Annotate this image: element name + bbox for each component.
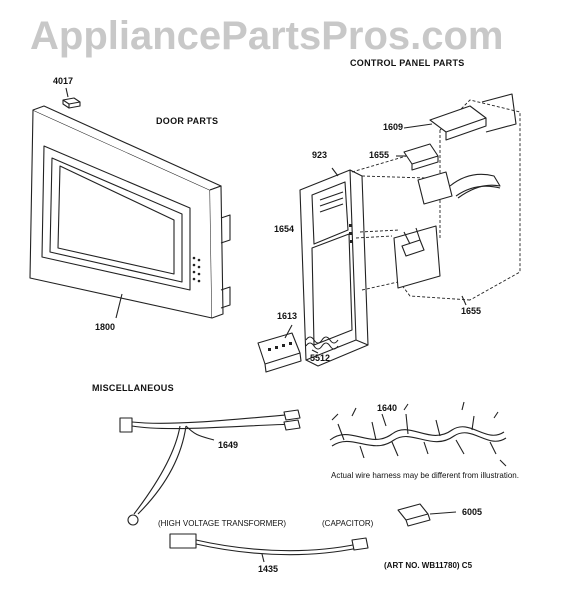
part-1655-bottom-shape — [393, 225, 467, 306]
part-6005-shape — [397, 503, 457, 527]
section-control-panel-parts: CONTROL PANEL PARTS — [350, 58, 465, 68]
part-1613-label: 1613 — [277, 311, 298, 321]
door-assembly — [29, 105, 231, 319]
part-1649-label: 1649 — [218, 440, 239, 450]
part-6005-label: 6005 — [462, 507, 483, 517]
part-1654-label: 1654 — [274, 224, 295, 234]
art-number-note: (ART NO. WB11780) C5 — [384, 561, 473, 570]
part-1640-label: 1640 — [377, 403, 398, 413]
part-1609-shape — [403, 93, 517, 141]
part-5512-shape — [305, 336, 339, 354]
capacitor-note: (CAPACITOR) — [322, 519, 374, 528]
part-923-label: 923 — [312, 150, 328, 160]
part-1435-label: 1435 — [258, 564, 279, 574]
part-1435-shape — [169, 533, 369, 563]
part-1640-shape — [329, 401, 507, 467]
hv-transformer-note: (HIGH VOLTAGE TRANSFORMER) — [158, 519, 287, 528]
part-1655-top-label: 1655 — [369, 150, 390, 160]
control-panel-frame — [299, 167, 369, 367]
part-4017-shape — [62, 87, 81, 109]
section-miscellaneous: MISCELLANEOUS — [92, 383, 174, 393]
ribbon-cable — [449, 173, 501, 199]
part-5512-label: 5512 — [310, 353, 331, 363]
part-1800-label: 1800 — [95, 322, 116, 332]
watermark: AppliancePartsPros.com — [30, 14, 504, 58]
section-door-parts: DOOR PARTS — [156, 116, 219, 126]
part-4017-label: 4017 — [53, 76, 74, 86]
harness-note: Actual wire harness may be different fro… — [331, 471, 519, 480]
part-1655-bottom-label: 1655 — [461, 306, 482, 316]
part-1613-shape — [257, 324, 302, 373]
part-1649-shape — [119, 409, 301, 526]
part-1655-top-shape — [396, 143, 453, 205]
part-1609-label: 1609 — [383, 122, 404, 132]
